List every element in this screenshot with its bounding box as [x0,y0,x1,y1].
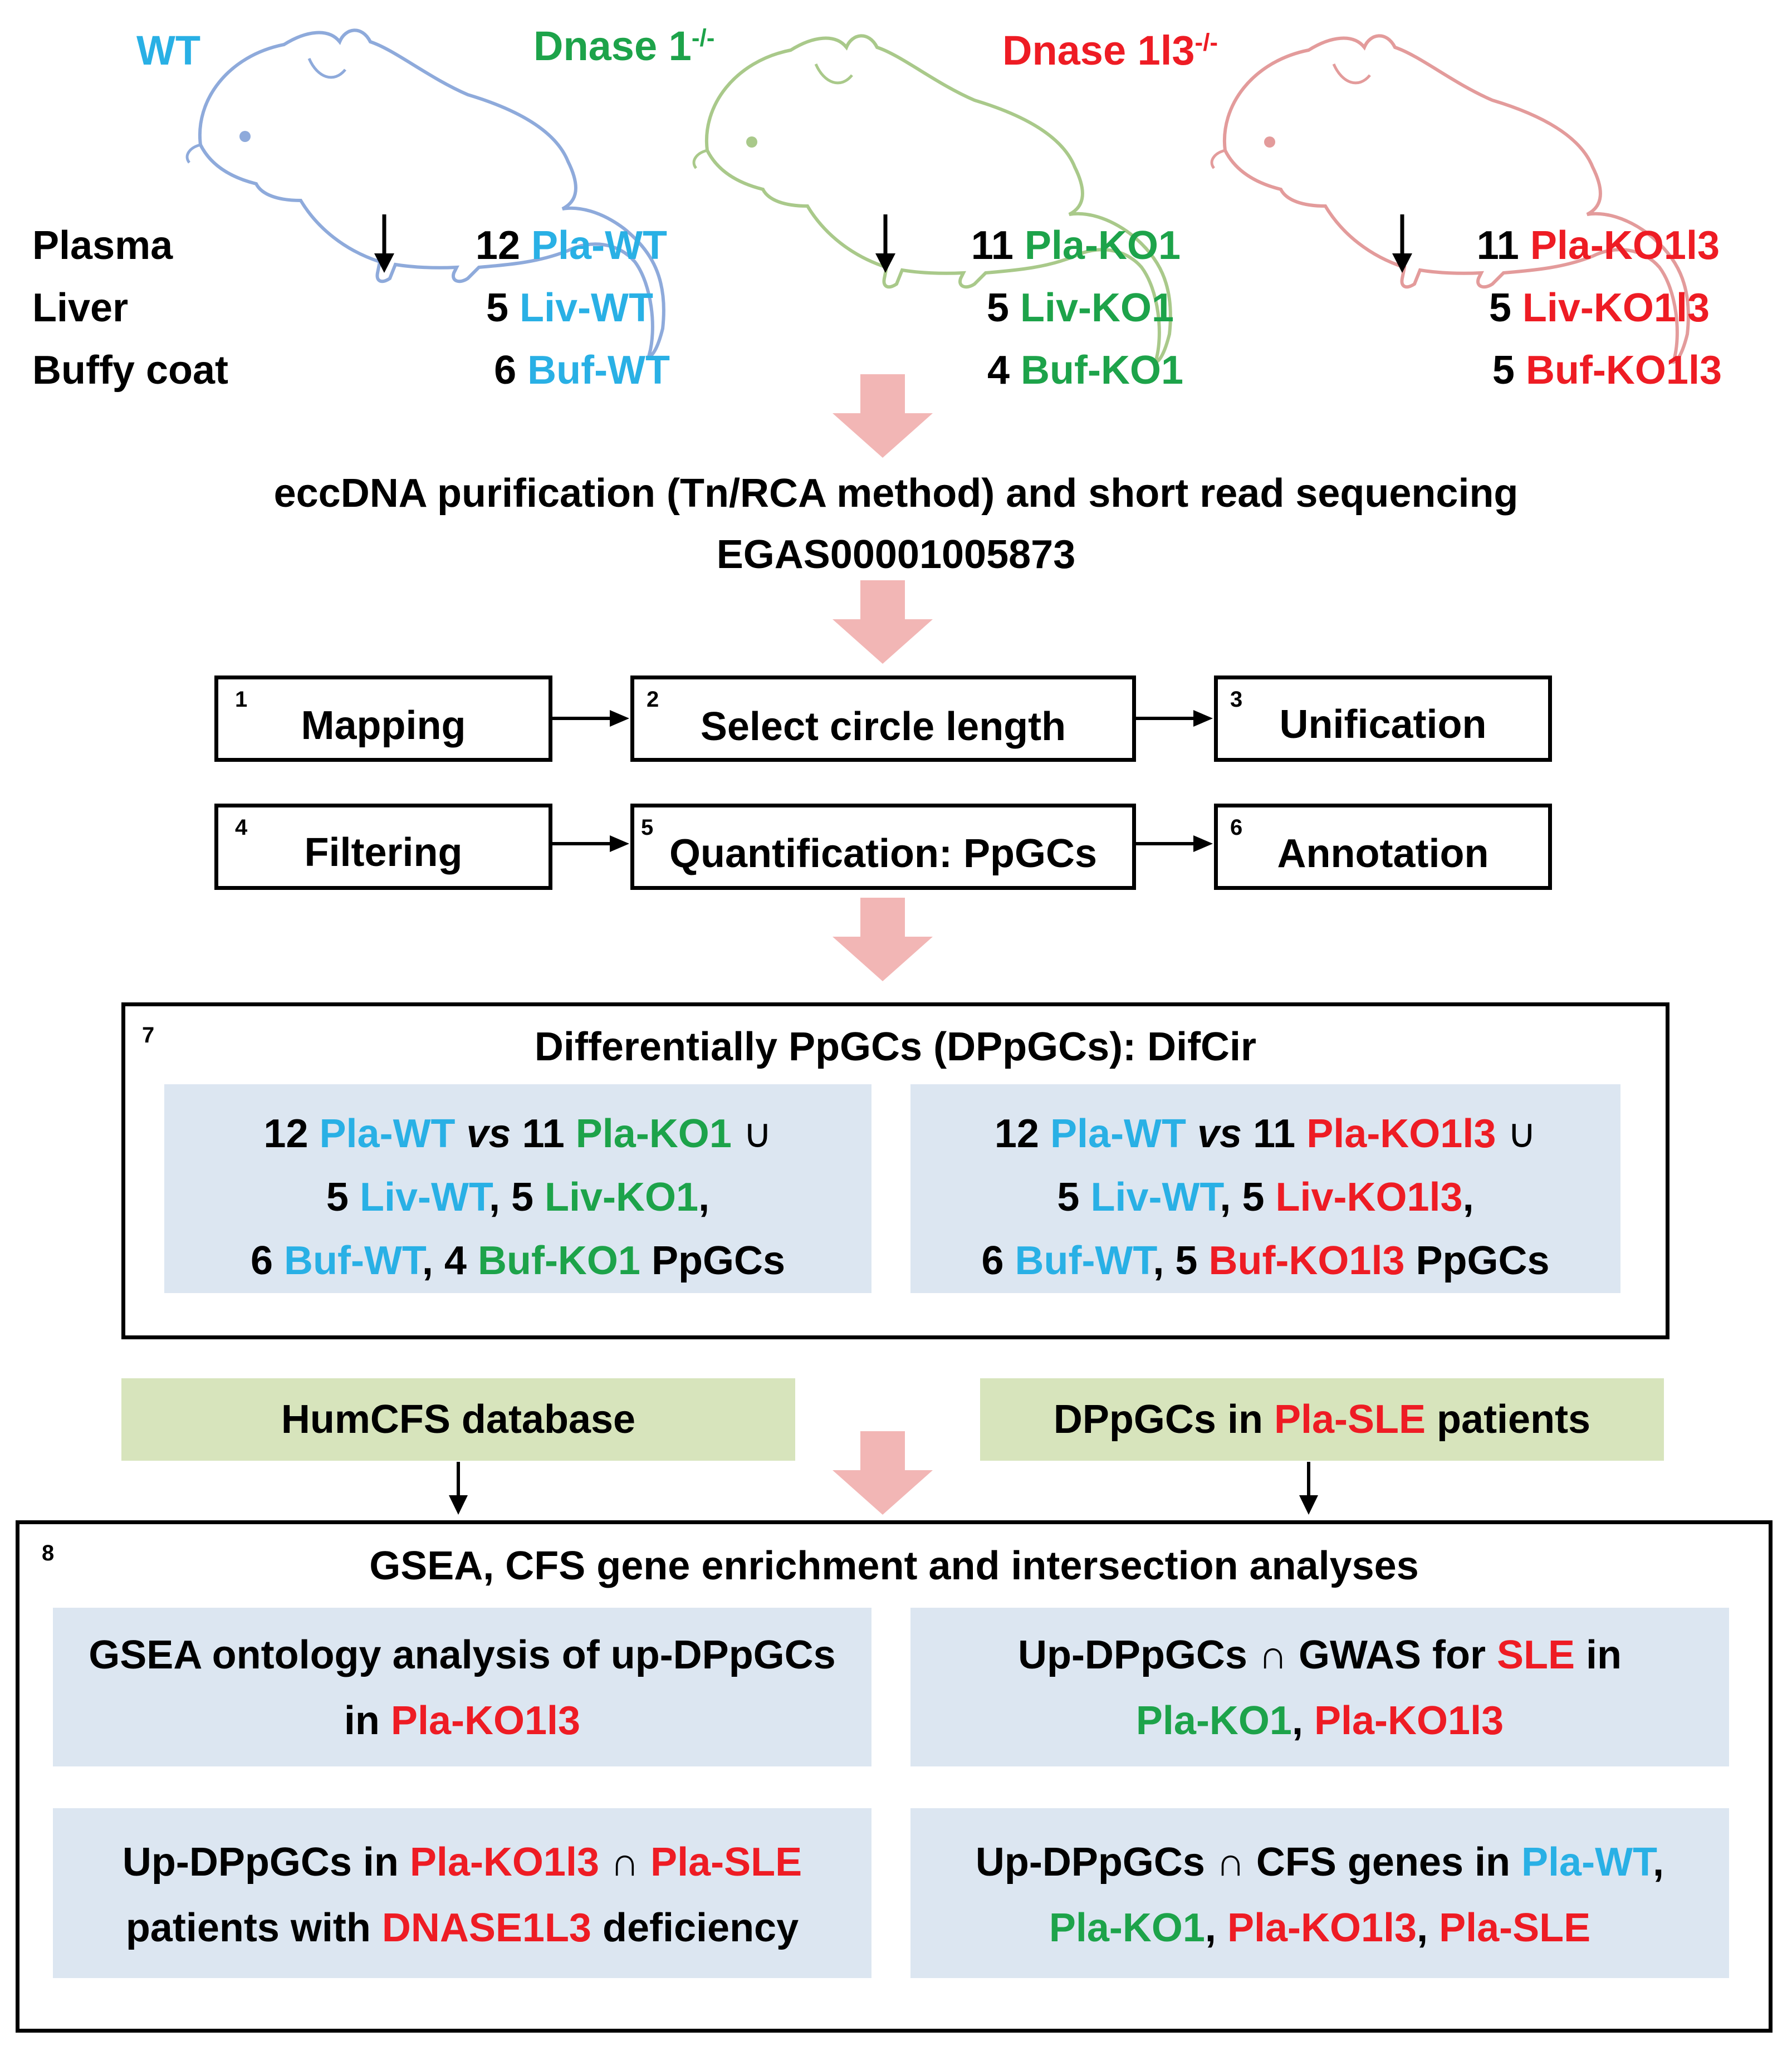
sample-count: 11 Pla-KO1l3 [1476,223,1720,268]
gwas-panel: Up-DPpGCs ∩ GWAS for SLE in Pla-KO1, Pla… [910,1608,1729,1766]
flow-arrow-icon [833,374,933,458]
down-arrow-icon [374,214,1412,273]
ko1-label: Dnase 1-/- [533,23,715,69]
flow-arrow-icon [833,580,933,664]
sample-count: 4 Buf-KO1 [987,348,1183,393]
step-unification: 3 Unification [1214,676,1552,762]
tissue-liver: Liver [32,286,129,330]
sample-count: 6 Buf-WT [494,348,670,393]
sample-count: 5 Liv-WT [486,286,653,330]
step-8-analysis-box: 8 GSEA, CFS gene enrichment and intersec… [16,1520,1773,2033]
sample-count: 5 Liv-KO1 [986,286,1174,330]
step-filtering: 4 Filtering [214,804,552,890]
sle-intersection-panel: Up-DPpGCs in Pla-KO1l3 ∩ Pla-SLE patient… [53,1808,871,1978]
tissue-plasma: Plasma [32,223,173,268]
step-connector-icon [552,710,1213,852]
step-mapping: 1 Mapping [214,676,552,762]
comparison-panel-ko1l3: 12 Pla-WT vs 11 Pla-KO1l3 ∪ 5 Liv-WT, 5 … [910,1084,1620,1293]
ko1l3-label: Dnase 1l3-/- [1002,27,1218,74]
sample-count: 12 Pla-WT [475,223,667,268]
wt-label: WT [136,27,201,74]
step-8-title: GSEA, CFS gene enrichment and intersecti… [369,1544,1419,1588]
gsea-panel: GSEA ontology analysis of up-DPpGCs in P… [53,1608,871,1766]
step-quantification: 5 Quantification: PpGCs [630,804,1136,890]
flow-arrow-icon [833,898,933,981]
cfs-genes-panel: Up-DPpGCs ∩ CFS genes in Pla-WT, Pla-KO1… [910,1808,1729,1978]
purification-text: eccDNA purification (Tn/RCA method) and … [273,471,1519,516]
flow-arrow-icon [833,1431,933,1515]
accession-id: EGAS00001005873 [716,532,1076,577]
step-7-title: Differentially PpGCs (DPpGCs): DifCir [534,1025,1257,1069]
input-arrow-icon [449,1462,1318,1515]
humcfs-database-box: HumCFS database [121,1378,795,1461]
step-7-differential-box: 7 Differentially PpGCs (DPpGCs): DifCir … [121,1002,1669,1339]
tissue-buffy-coat: Buffy coat [32,348,229,393]
sample-count: 5 Buf-KO1l3 [1492,348,1722,393]
sample-count: 11 Pla-KO1 [971,223,1181,268]
step-annotation: 6 Annotation [1214,804,1552,890]
comparison-panel-ko1: 12 Pla-WT vs 11 Pla-KO1 ∪ 5 Liv-WT, 5 Li… [164,1084,871,1293]
step-select-circle-length: 2 Select circle length [630,676,1136,762]
sle-patients-box: DPpGCs in Pla-SLE patients [980,1378,1664,1461]
sample-count: 5 Liv-KO1l3 [1489,286,1710,330]
